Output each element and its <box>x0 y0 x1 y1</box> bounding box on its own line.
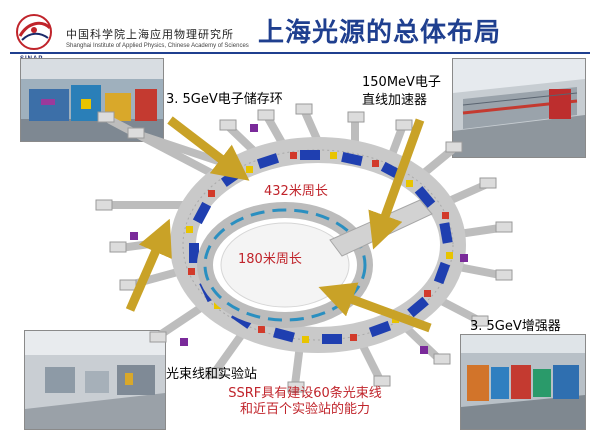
booster-label: 3. 5GeV增强器 <box>470 319 561 334</box>
linac-label-line1: 150MeV电子 <box>362 75 441 90</box>
booster-photo <box>460 334 586 430</box>
storage-ring-photo <box>20 58 164 142</box>
linac-label-line2: 直线加速器 <box>362 93 428 108</box>
slide-title: 上海光源的总体布局 <box>258 18 502 48</box>
capacity-label-line2: 和近百个实验站的能力 <box>239 402 370 417</box>
title-rule <box>10 52 590 54</box>
pointer-arrows <box>125 116 432 333</box>
capacity-label-line1: SSRF具有建设60条光束线 <box>228 386 382 401</box>
beamline-photo <box>24 330 166 430</box>
storage-ring-label: 3. 5GeV电子储存环 <box>166 92 283 107</box>
beamlines-label: 光束线和实验站 <box>166 367 258 382</box>
booster-circumference-label: 180米周长 <box>238 252 302 267</box>
linac-photo <box>452 58 586 158</box>
institute-name-en: Shanghai Institute of Applied Physics, C… <box>66 43 249 49</box>
sinap-emblem-icon <box>16 14 52 50</box>
institute-name-cn: 中国科学院上海应用物理研究所 <box>66 28 234 41</box>
ring-circumference-label: 432米周长 <box>264 184 328 199</box>
experiment-stations <box>95 103 513 393</box>
